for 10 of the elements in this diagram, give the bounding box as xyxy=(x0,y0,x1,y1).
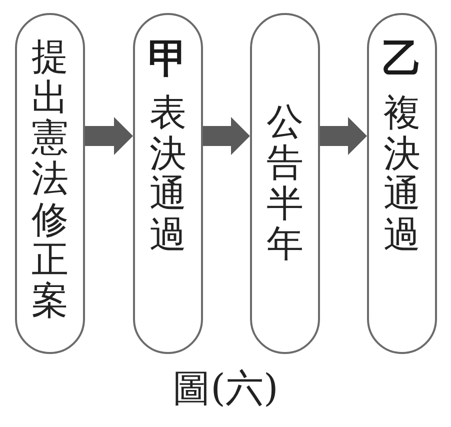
block-arrow xyxy=(203,117,250,155)
heading-character: 乙 xyxy=(382,37,422,81)
vertical-text: 提出憲法修正案 xyxy=(32,37,68,322)
vertical-text: 表決通過 xyxy=(150,93,186,256)
block-arrow xyxy=(85,117,133,155)
vertical-text: 複決通過 xyxy=(384,93,420,256)
block-arrow xyxy=(320,117,367,155)
figure-caption: 圖(六) xyxy=(172,366,278,412)
heading-character: 甲 xyxy=(148,37,188,81)
vertical-text: 公告半年 xyxy=(266,102,304,265)
